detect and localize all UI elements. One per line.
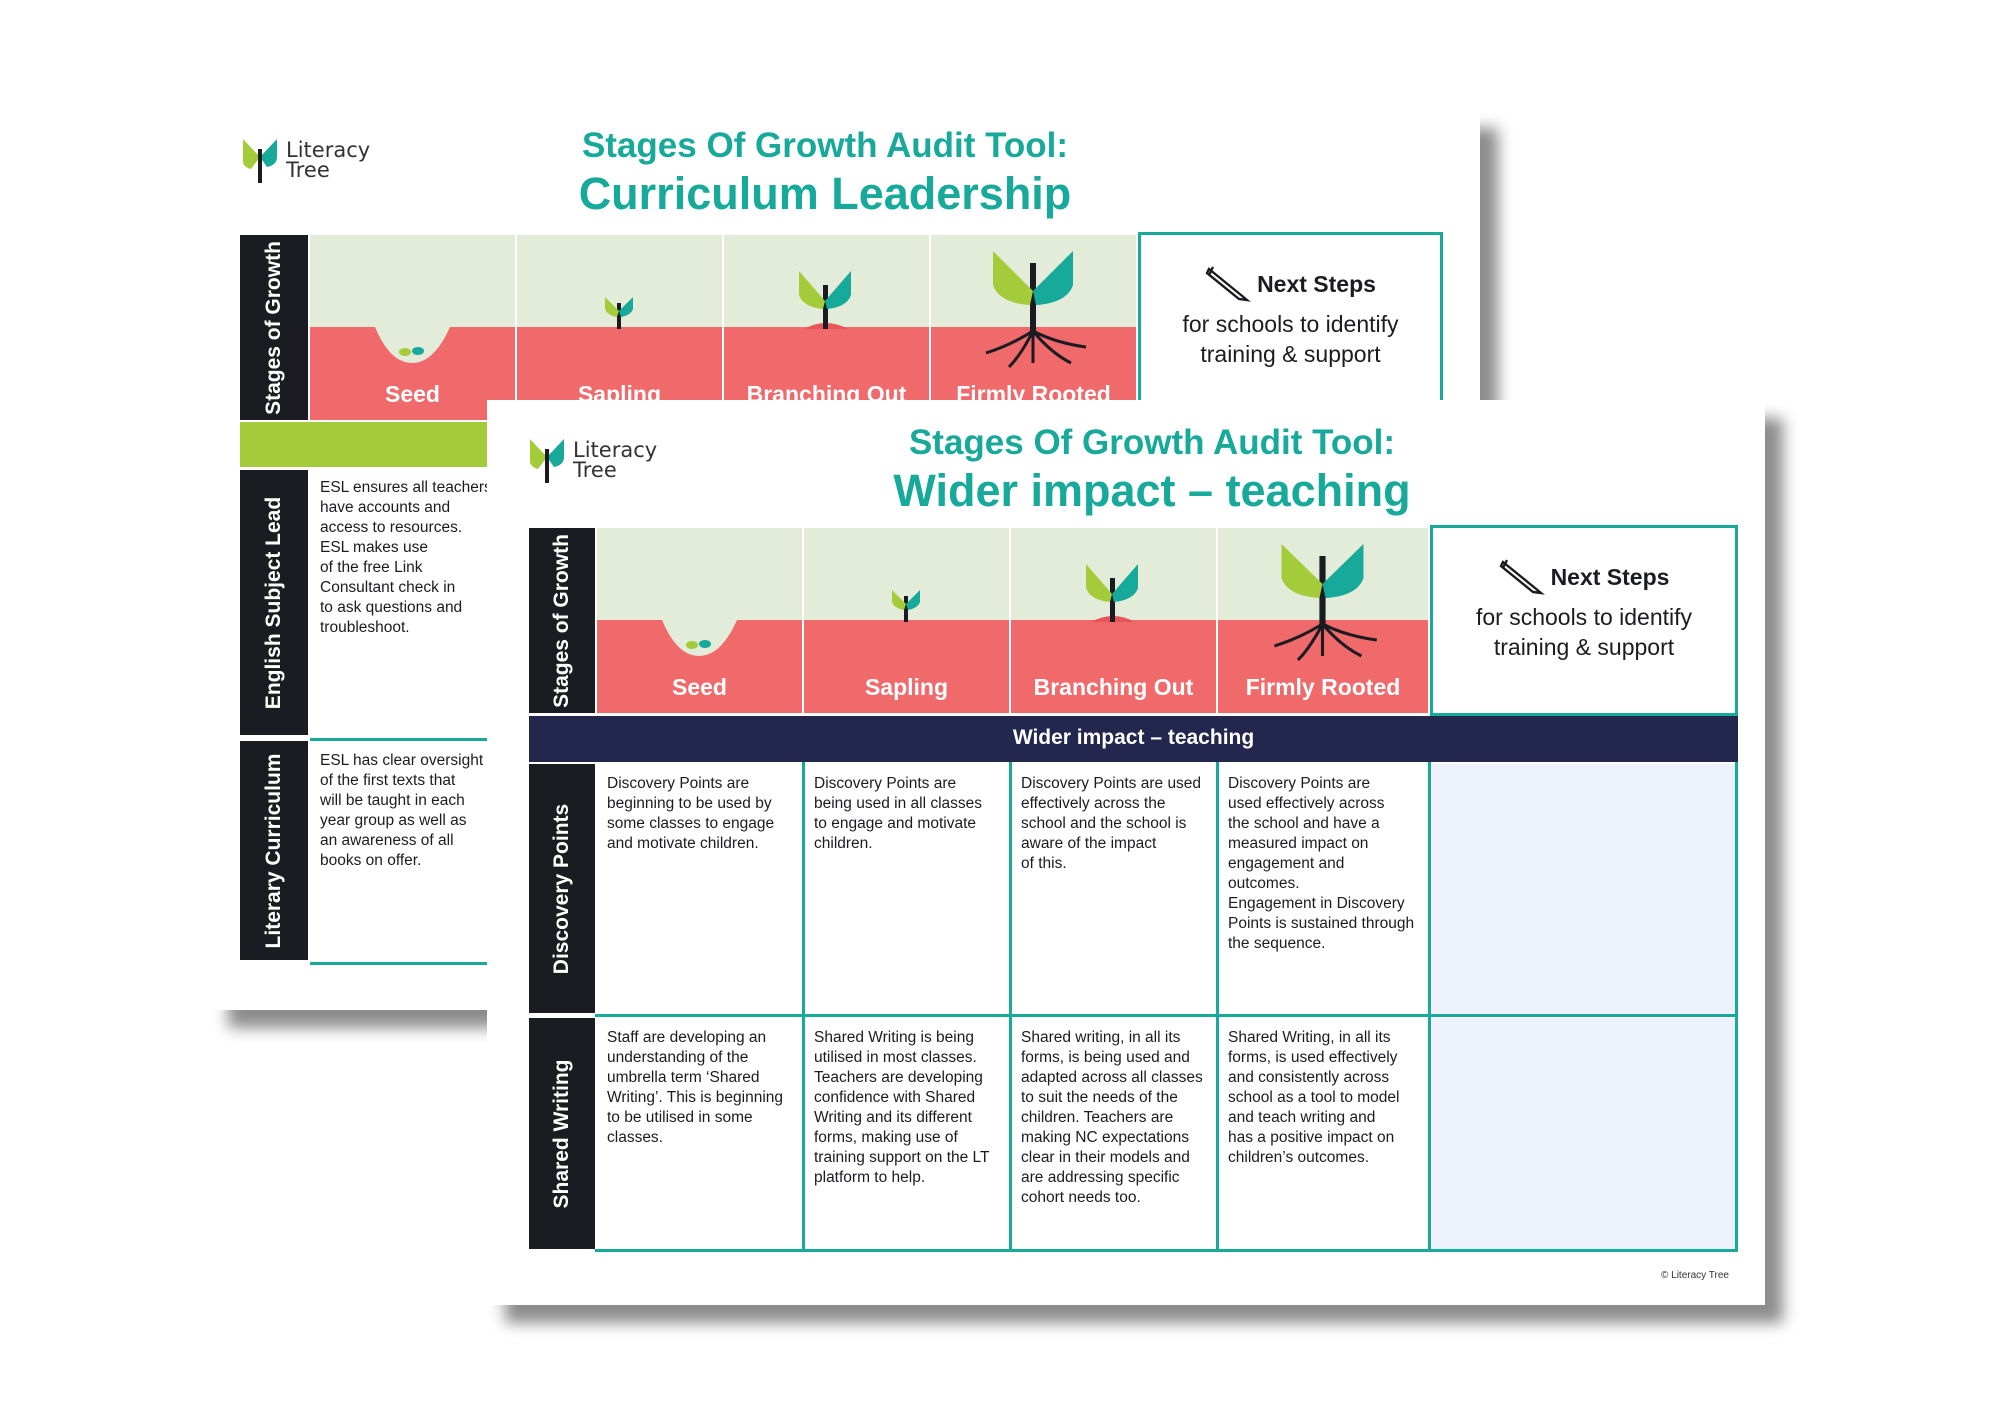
stage-tile-firmly-rooted: Firmly Rooted [931,235,1136,420]
stage-tile-sapling: Sapling [517,235,722,420]
audit-sheet-wider-impact-teaching: Literacy Tree Stages Of Growth Audit Too… [487,400,1765,1305]
logo-word-tree: Tree [573,458,617,482]
cell-discovery-points-seed: Discovery Points are beginning to be use… [607,775,775,852]
section-title: Wider impact – teaching [1012,726,1255,749]
cell-discovery-points-sapling: Discovery Points are being used in all c… [814,775,983,852]
title-line-2: Wider impact – teaching [893,465,1411,516]
row-label-english-subject-lead: English Subject Lead [240,470,308,738]
cell-shared-writing-branching-out: Shared writing, in all its forms, is bei… [1021,1029,1203,1206]
logo-word-tree: Tree [286,158,330,182]
stage-tile-sapling: Sapling [804,528,1009,713]
cell-shared-writing-firmly-rooted: Shared Writing, in all its forms, is use… [1228,1029,1400,1166]
grid-line [802,762,805,1252]
stages-of-growth-label: Stages of Growth [529,528,595,716]
pencil-icon [1499,559,1545,595]
title-line-1: Stages Of Growth Audit Tool: [908,423,1396,462]
next-steps-subtitle-line-1: for schools to identify [1182,311,1399,337]
stage-name-seed: Seed [672,674,727,700]
next-steps-title: Next Steps [1550,563,1670,590]
seed-illustration-icon [597,620,802,713]
page-title: Stages Of Growth Audit Tool: Wider impac… [827,422,1477,518]
section-band: Wider impact – teaching [529,716,1738,762]
seed-illustration-icon [310,327,515,420]
stage-name-seed: Seed [385,381,440,407]
next-steps-header: Next Steps for schools to identify train… [1430,525,1738,716]
title-line-2: Curriculum Leadership [578,168,1072,219]
stage-tile-seed: Seed [310,235,515,420]
literacy-tree-logo: Literacy Tree [240,135,370,185]
tree-logo-icon [243,139,277,183]
stage-tile-firmly-rooted: Firmly Rooted [1218,528,1428,713]
grid-line [1735,762,1738,1252]
page-title: Stages Of Growth Audit Tool: Curriculum … [510,125,1140,221]
cell-discovery-points-firmly-rooted: Discovery Points are used effectively ac… [1228,775,1415,952]
logo-word-literacy: Literacy [573,438,658,462]
literacy-tree-logo: Literacy Tree [527,435,657,485]
logo-word-literacy: Literacy [286,138,371,162]
stage-tile-branching-out: Branching Out [724,235,929,420]
grid-line [595,1014,1738,1017]
next-steps-subtitle-line-2: training & support [1200,341,1381,367]
title-line-1: Stages Of Growth Audit Tool: [581,126,1069,165]
cell-esl-seed: ESL ensures all teachers have accounts a… [320,479,492,636]
next-steps-input-shared-writing[interactable] [1432,1018,1735,1250]
next-steps-header: Next Steps for schools to identify train… [1138,232,1443,423]
stage-tile-branching-out: Branching Out [1011,528,1216,713]
stage-name-branching-out: Branching Out [1033,674,1194,700]
copyright-notice: © Literacy Tree [1661,1270,1729,1281]
grid-line [1216,762,1219,1252]
stage-tile-seed: Seed [597,528,802,713]
grid-line [1428,762,1431,1252]
sapling-illustration-icon [804,590,1009,713]
cell-discovery-points-branching-out: Discovery Points are used effectively ac… [1021,775,1202,872]
row-label-literary-curriculum: Literary Curriculum [240,741,308,963]
stage-name-sapling: Sapling [864,674,949,700]
cell-literary-curriculum-seed: ESL has clear oversight of the first tex… [320,752,484,869]
stages-of-growth-label: Stages of Growth [240,235,308,423]
cell-shared-writing-sapling: Shared Writing is being utilised in most… [814,1029,990,1186]
rooted-tree-illustration-icon [1218,544,1428,713]
stage-name-firmly-rooted: Firmly Rooted [1245,674,1401,700]
row-label-discovery-points: Discovery Points [529,764,595,1016]
row-label-shared-writing: Shared Writing [529,1018,595,1252]
next-steps-subtitle-line-1: for schools to identify [1475,604,1693,630]
branching-tree-illustration-icon [1011,564,1216,713]
grid-line [595,1249,1738,1252]
grid-line [1009,762,1012,1252]
pencil-icon [1205,266,1251,302]
next-steps-title: Next Steps [1257,270,1376,297]
cell-shared-writing-seed: Staff are developing an understanding of… [607,1029,784,1146]
next-steps-input-discovery-points[interactable] [1432,764,1735,1014]
next-steps-subtitle-line-2: training & support [1493,634,1675,660]
tree-logo-icon [530,439,564,483]
